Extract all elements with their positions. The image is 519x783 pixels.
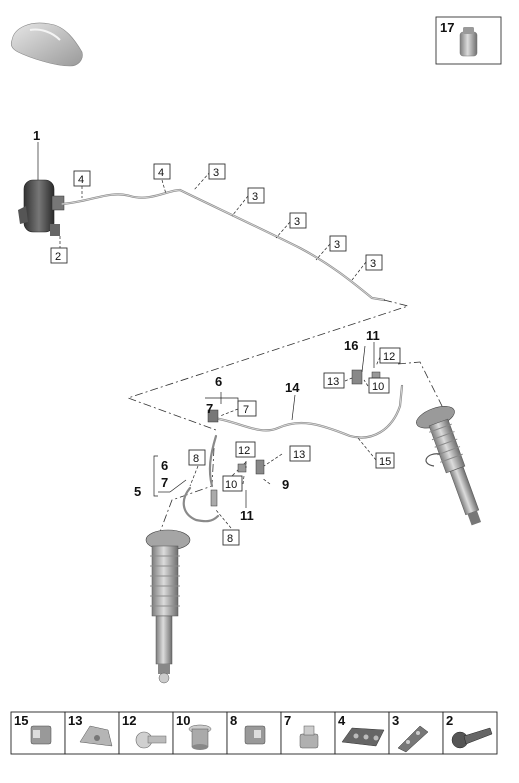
strip-label-10: 10 — [176, 713, 190, 728]
part-3-image — [397, 725, 429, 753]
leader-lines — [37, 142, 381, 529]
callout-10-bottom: 10 — [225, 479, 237, 491]
callout-7-left: 7 — [161, 475, 168, 490]
callout-10-top: 10 — [372, 381, 384, 393]
right-strut — [416, 406, 482, 526]
callout-4-a: 4 — [78, 174, 84, 186]
part-4-image — [341, 727, 385, 747]
strip-cell-15 — [10, 711, 66, 755]
callout-5: 5 — [134, 484, 141, 499]
part-7-image — [299, 725, 319, 749]
right-strut-cable — [425, 453, 441, 467]
callout-3-c: 3 — [294, 216, 300, 228]
parts-strip: 15 13 12 10 8 7 4 3 2 — [10, 711, 498, 755]
callout-14: 14 — [285, 380, 300, 395]
strip-label-12: 12 — [122, 713, 136, 728]
part-10-image — [188, 724, 212, 750]
part-12-image — [135, 731, 167, 749]
strip-label-7: 7 — [284, 713, 291, 728]
callout-16: 16 — [344, 338, 358, 353]
callout-6-left: 6 — [161, 458, 168, 473]
callout-7-box: 7 — [243, 404, 249, 416]
routing-lines — [126, 299, 447, 533]
part-2-image — [451, 727, 493, 749]
middle-pipe — [182, 369, 404, 523]
callout-3-e: 3 — [370, 258, 376, 270]
strip-label-2: 2 — [446, 713, 453, 728]
callout-3-d: 3 — [334, 239, 340, 251]
vehicle-thumbnail — [10, 22, 83, 67]
callout-9: 9 — [282, 477, 289, 492]
boxed-callouts: 2 4 4 3 3 3 3 3 12 13 10 7 15 8 12 13 10… — [50, 163, 401, 546]
control-unit — [18, 179, 65, 236]
callout-11-bottom: 11 — [240, 508, 254, 523]
part-15-image — [30, 725, 52, 745]
callout-11-top: 11 — [366, 328, 380, 343]
part-17-box: 17 — [435, 16, 502, 65]
strip-label-8: 8 — [230, 713, 237, 728]
part-13-image — [79, 725, 113, 747]
callout-6-top: 6 — [215, 374, 222, 389]
strip-label-13: 13 — [68, 713, 82, 728]
callout-3-b: 3 — [252, 191, 258, 203]
callout-8-top: 8 — [193, 453, 199, 465]
callout-7-top: 7 — [206, 401, 213, 416]
left-strut — [145, 529, 191, 684]
callout-4-b: 4 — [158, 167, 164, 179]
callout-8-bottom: 8 — [227, 533, 233, 545]
callout-13-top: 13 — [327, 376, 339, 388]
callout-15: 15 — [379, 456, 391, 468]
strip-label-4: 4 — [338, 713, 346, 728]
callout-12-top: 12 — [383, 351, 395, 363]
pressure-line — [60, 188, 386, 302]
callout-2: 2 — [55, 251, 61, 263]
callout-13-bottom: 13 — [293, 449, 305, 461]
callout-1: 1 — [33, 128, 40, 143]
group-bracket — [153, 455, 158, 497]
callout-17: 17 — [440, 20, 454, 35]
part-8-image — [244, 725, 266, 745]
callout-12-bottom: 12 — [238, 445, 250, 457]
strip-label-3: 3 — [392, 713, 399, 728]
strip-label-15: 15 — [14, 713, 28, 728]
callout-3-a: 3 — [213, 167, 219, 179]
